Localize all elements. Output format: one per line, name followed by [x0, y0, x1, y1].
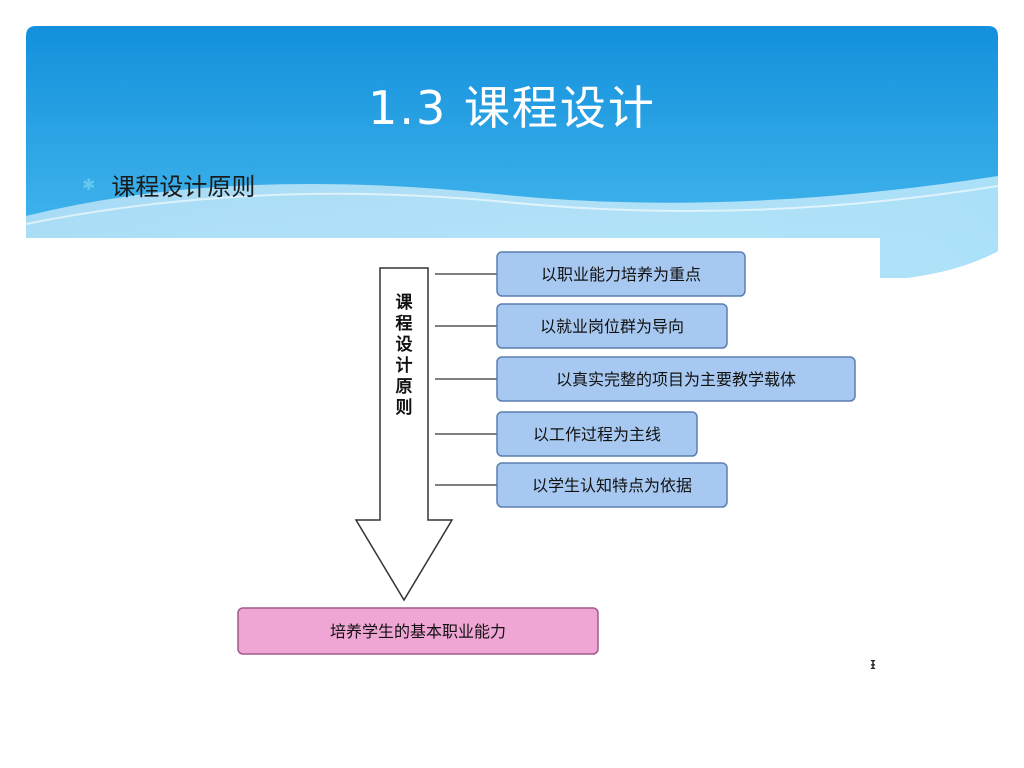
arrow-label-char: 则 [396, 397, 413, 418]
arrow-label-char: 计 [396, 355, 413, 376]
principle-group-2: 以就业岗位群为导向 [435, 303, 728, 349]
diagram-canvas: 课程设计原则 以职业能力培养为重点 以就业岗位群为导向 以真实完整的项目为主要教… [237, 251, 856, 655]
arrow-vertical-label: 课程设计原则 [396, 293, 414, 418]
slide-title: 1.3 课程设计 [368, 81, 656, 135]
principle-label: 以就业岗位群为导向 [540, 317, 684, 336]
principle-box [496, 462, 728, 508]
principle-box [496, 356, 856, 402]
arrow-label-char: 设 [396, 335, 413, 355]
bullet-text: 课程设计原则 [111, 172, 256, 201]
stray-text-mark: ᵻ [870, 654, 876, 673]
principle-box [496, 303, 728, 349]
principle-label: 以学生认知特点为依据 [532, 476, 692, 495]
arrow-label-char: 课 [396, 293, 414, 313]
bullet-item: ✱ 课程设计原则 [82, 164, 255, 204]
principle-label: 以真实完整的项目为主要教学载体 [556, 370, 796, 389]
result-group: 培养学生的基本职业能力 [237, 607, 599, 655]
result-box [237, 607, 599, 655]
principle-label: 以职业能力培养为重点 [541, 265, 701, 284]
principle-label: 以工作过程为主线 [533, 425, 661, 444]
principle-box [496, 411, 698, 457]
principle-group-5: 以学生认知特点为依据 [435, 462, 728, 508]
result-label: 培养学生的基本职业能力 [330, 622, 506, 641]
course-design-diagram: 课程设计原则 以职业能力培养为重点 以就业岗位群为导向 以真实完整的项目为主要教… [230, 238, 880, 663]
arrow-label-char: 原 [396, 377, 413, 397]
principle-group-1: 以职业能力培养为重点 [435, 251, 746, 297]
principle-group-4: 以工作过程为主线 [435, 411, 698, 457]
arrow-label-char: 程 [396, 314, 413, 334]
down-arrow-shape [354, 267, 454, 602]
principle-box [496, 251, 746, 297]
star-bullet-icon: ✱ [82, 174, 96, 194]
principle-group-3: 以真实完整的项目为主要教学载体 [435, 356, 856, 402]
